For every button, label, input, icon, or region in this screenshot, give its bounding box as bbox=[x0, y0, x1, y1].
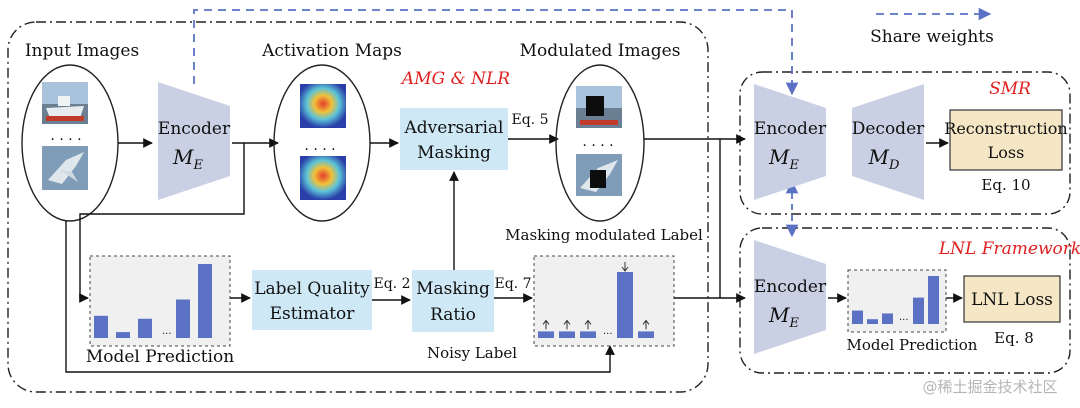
modulated-images-ellipse bbox=[555, 64, 645, 222]
input-ship-image bbox=[42, 82, 88, 124]
prediction-bar-5 bbox=[198, 264, 212, 338]
masked-label-bar-4 bbox=[617, 272, 633, 338]
lnl-encoder-shape bbox=[754, 240, 826, 354]
modulated-images-label: Modulated Images bbox=[520, 41, 681, 61]
eq10-label: Eq. 10 bbox=[981, 176, 1030, 194]
label-quality-estimator-box bbox=[252, 270, 372, 330]
small-prediction-bar-ellipsis: ... bbox=[899, 312, 909, 323]
model-prediction-bars: ... bbox=[94, 264, 212, 338]
adversarial-line1: Adversarial bbox=[404, 118, 504, 138]
small-model-prediction-label: Model Prediction bbox=[847, 336, 978, 354]
masked-label-bar-1 bbox=[538, 331, 554, 338]
prediction-bar-ellipsis: ... bbox=[162, 326, 172, 337]
small-prediction-bar-4 bbox=[913, 297, 924, 324]
modulated-dots: . . . . bbox=[582, 134, 613, 150]
masked-label-up-arrow-icon bbox=[542, 319, 550, 330]
modulated-plane-image bbox=[576, 154, 622, 196]
amg-nlr-title: AMG & NLR bbox=[400, 69, 510, 89]
eq8-label: Eq. 8 bbox=[994, 329, 1034, 347]
lnl-loss-box bbox=[963, 275, 1061, 323]
masked-label-up-arrow-icon bbox=[563, 319, 571, 330]
adversarial-line2: Masking bbox=[417, 143, 491, 163]
masking-modulated-label-title: Masking modulated Label bbox=[505, 226, 703, 244]
small-prediction-bar-3 bbox=[882, 313, 893, 324]
share-weights-label: Share weights bbox=[870, 27, 994, 47]
activation-dots: . . . . bbox=[304, 138, 335, 154]
masked-label-up-arrow-icon bbox=[584, 319, 592, 330]
masking-ratio-line2: Ratio bbox=[430, 305, 476, 325]
prediction-bar-1 bbox=[94, 315, 108, 338]
masked-label-bar-3 bbox=[580, 331, 596, 338]
masked-label-bar-5 bbox=[638, 331, 654, 338]
prediction-bar-4 bbox=[176, 299, 190, 338]
encoder-main-symbol: ME bbox=[172, 145, 203, 173]
small-prediction-bar-2 bbox=[867, 319, 878, 324]
eq2-label: Eq. 2 bbox=[374, 276, 411, 292]
adversarial-masking-box bbox=[400, 108, 508, 170]
prediction-bar-3 bbox=[138, 318, 152, 338]
reconstruction-line2: Loss bbox=[988, 143, 1025, 162]
modulated-ship-image bbox=[576, 86, 622, 128]
activation-map-2 bbox=[300, 156, 346, 200]
amg-nlr-frame bbox=[7, 21, 709, 393]
masked-label-bar-2 bbox=[559, 331, 575, 338]
smr-encoder-symbol: ME bbox=[768, 145, 799, 173]
lqe-line2: Estimator bbox=[270, 304, 356, 324]
input-dots: . . . . bbox=[50, 128, 81, 144]
masking-ratio-line1: Masking bbox=[416, 279, 490, 299]
small-prediction-bars: ... bbox=[852, 276, 939, 324]
share-weights-top-line bbox=[193, 9, 799, 96]
decoder-shape bbox=[852, 84, 924, 200]
smr-title: SMR bbox=[989, 79, 1031, 99]
smr-encoder-label: Encoder bbox=[754, 119, 827, 139]
noisy-label-text: Noisy Label bbox=[427, 344, 517, 362]
masked-label-frame bbox=[533, 255, 675, 347]
activation-maps-label: Activation Maps bbox=[261, 41, 402, 61]
masked-label-down-arrow-icon bbox=[621, 262, 629, 272]
decoder-label: Decoder bbox=[852, 119, 925, 139]
eq7-label: Eq. 7 bbox=[495, 276, 532, 292]
encoder-main-shape bbox=[158, 82, 230, 200]
reconstruction-line1: Reconstruction bbox=[944, 119, 1067, 138]
lqe-line1: Label Quality bbox=[254, 279, 370, 299]
small-prediction-bar-5 bbox=[928, 276, 939, 324]
lnl-loss-label: LNL Loss bbox=[971, 290, 1053, 310]
decoder-symbol: MD bbox=[868, 145, 900, 173]
lnl-framework-title: LNL Framework bbox=[938, 239, 1080, 259]
reconstruction-loss-box bbox=[949, 109, 1063, 171]
lnl-encoder-symbol: ME bbox=[768, 303, 799, 331]
masked-label-bars: ... bbox=[538, 262, 654, 338]
masking-ratio-box bbox=[412, 270, 494, 332]
line-encoder-to-prediction bbox=[79, 143, 245, 303]
watermark-text: @稀土掘金技术社区 bbox=[922, 378, 1057, 396]
activation-map-1 bbox=[300, 84, 346, 128]
masked-label-bar-ellipsis: ... bbox=[603, 326, 613, 337]
eq5-label: Eq. 5 bbox=[512, 112, 549, 128]
input-images-label: Input Images bbox=[25, 41, 139, 61]
prediction-bar-2 bbox=[116, 332, 130, 338]
model-prediction-label: Model Prediction bbox=[86, 347, 234, 367]
smr-encoder-shape bbox=[754, 84, 826, 200]
masked-label-up-arrow-icon bbox=[642, 319, 650, 330]
line-input-to-noisy-label bbox=[65, 221, 615, 373]
input-plane-image bbox=[42, 146, 88, 190]
lnl-encoder-label: Encoder bbox=[754, 277, 827, 297]
encoder-main-label: Encoder bbox=[158, 119, 231, 139]
small-prediction-bar-1 bbox=[852, 310, 863, 324]
